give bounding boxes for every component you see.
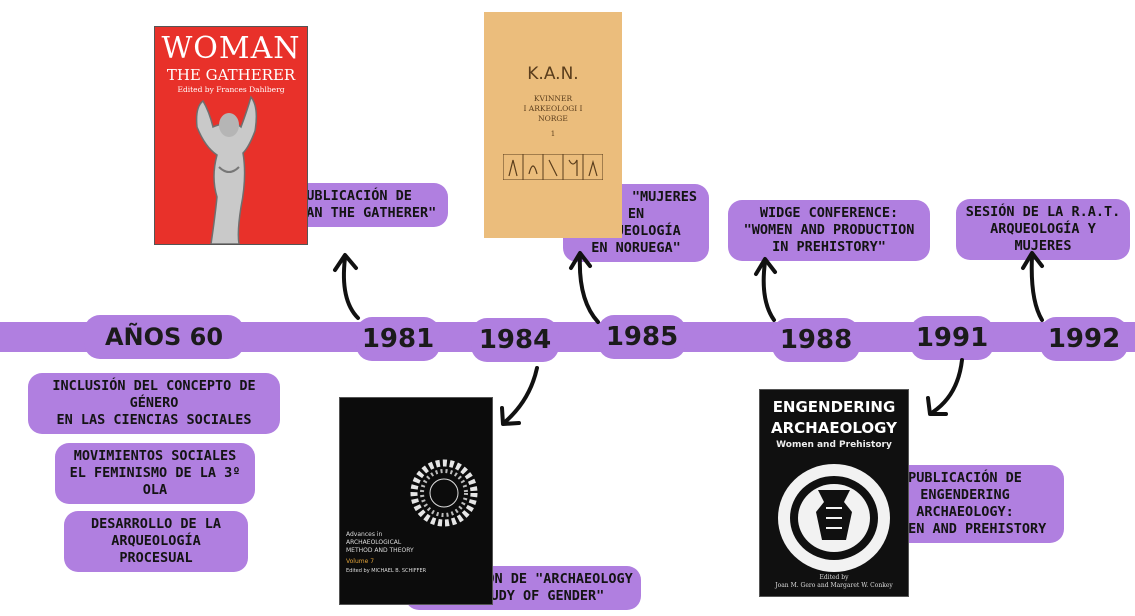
pottery-emblem (778, 464, 890, 572)
sixties-item-processual: Desarrollo de la arqueología procesual (64, 511, 248, 572)
sixties-item-gender-concept: Inclusión del concepto de género en las … (28, 373, 280, 434)
cover-engendering-title2: ARCHAEOLOGY (771, 419, 897, 437)
cover-woman-title2: THE GATHERER (166, 66, 296, 84)
cover-advances-editor: Edited by MICHAEL B. SCHIFFER (346, 568, 427, 574)
year-1984: 1984 (471, 318, 559, 362)
cover-engendering-editors: Edited by Joan M. Gero and Margaret W. C… (775, 574, 893, 589)
arrow-1988 (761, 260, 776, 322)
year-1985: 1985 (598, 315, 686, 359)
arrow-1992 (1029, 254, 1044, 322)
figurine-image (195, 95, 258, 244)
cover-advances-archaeological: Advances in ARCHAEOLOGICAL METHOD AND TH… (340, 398, 492, 604)
cover-kan: K.A.N. KVINNER I ARKEOLOGI I NORGE 1 (484, 12, 622, 238)
cover-engendering-archaeology: ENGENDERING ARCHAEOLOGY Women and Prehis… (760, 390, 908, 596)
event-1988-label: Widge Conference: "Women and production … (728, 200, 930, 261)
petroglyph-strip (503, 154, 603, 180)
cover-woman-the-gatherer: WOMAN THE GATHERER Edited by Frances Dah… (155, 27, 307, 244)
year-1992: 1992 (1040, 317, 1128, 361)
cover-advances-series: Advances in ARCHAEOLOGICAL METHOD AND TH… (346, 531, 414, 554)
cover-engendering-title1: ENGENDERING (772, 398, 896, 416)
event-1992-label: Sesión de la R.A.T. Arqueología y mujere… (956, 199, 1130, 260)
year-1988: 1988 (772, 318, 860, 362)
ring-emblem (410, 459, 478, 527)
cover-kan-title: K.A.N. (527, 64, 579, 84)
arrow-1981 (341, 256, 360, 320)
cover-engendering-subtitle: Women and Prehistory (776, 440, 892, 450)
sixties-item-social-movements: Movimientos sociales el feminismo de la … (55, 443, 255, 504)
arrow-1985 (577, 253, 600, 324)
arrow-1991 (931, 358, 964, 414)
cover-kan-sub: KVINNER I ARKEOLOGI I NORGE (523, 94, 583, 123)
year-1991: 1991 (910, 316, 994, 360)
cover-kan-number: 1 (550, 130, 556, 138)
year-1981: 1981 (356, 317, 440, 361)
cover-advances-volume: Volume 7 (346, 558, 375, 565)
cover-woman-title: WOMAN (161, 31, 301, 66)
cover-woman-subtitle: Edited by Frances Dahlberg (177, 85, 285, 94)
arrow-1984 (503, 366, 539, 424)
decade-label: AÑOS 60 (84, 315, 244, 359)
